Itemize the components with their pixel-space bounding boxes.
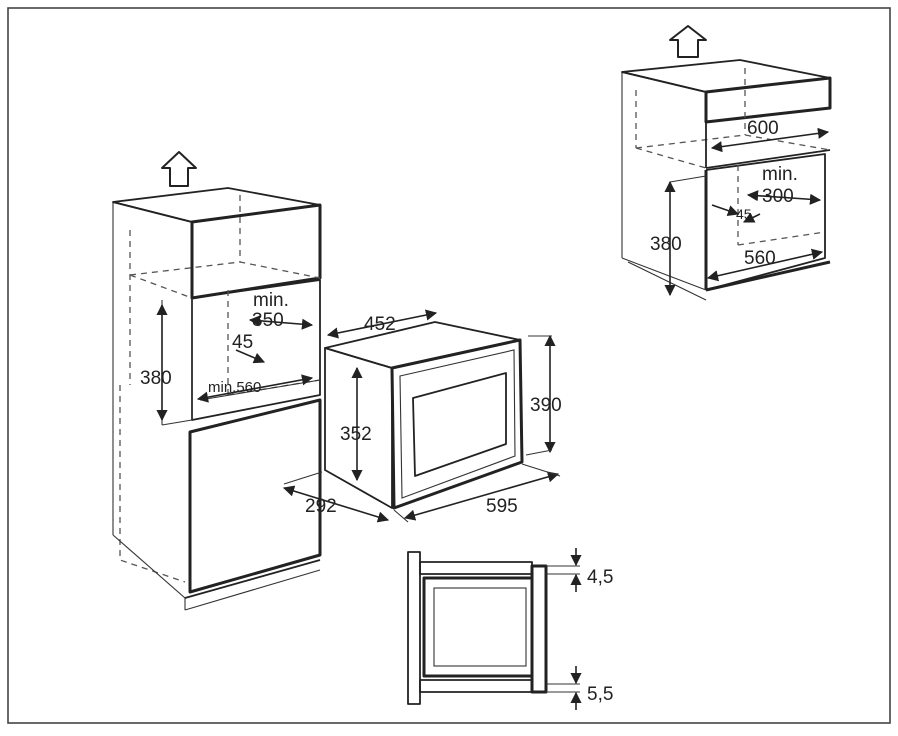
right-300-label: 300	[762, 186, 794, 207]
left-45-label: 45	[232, 332, 253, 353]
vent-arrow-up-icon	[161, 151, 197, 187]
vent-arrow-up-icon	[669, 25, 707, 58]
wall-cabinet	[621, 25, 832, 301]
side-section	[407, 548, 582, 710]
right-380-label: 380	[650, 234, 682, 255]
oven-452-label: 452	[364, 314, 396, 335]
left-380-label: 380	[140, 368, 172, 389]
right-45-label: 45	[736, 206, 752, 222]
side-55-label: 5,5	[587, 684, 613, 705]
side-45-label: 4,5	[587, 567, 613, 588]
diagram-frame	[7, 7, 891, 724]
oven-352-label: 352	[340, 424, 372, 445]
oven-dimensions	[282, 309, 561, 523]
left-350-label: 350	[252, 310, 284, 331]
left-dimensions	[156, 303, 314, 422]
right-600-label: 600	[747, 118, 779, 139]
right-dimensions	[664, 127, 830, 297]
right-560-label: 560	[744, 248, 776, 269]
oven-390-label: 390	[530, 395, 562, 416]
left-min-label: min.	[253, 290, 289, 311]
left-min560-label: min.560	[208, 379, 261, 396]
oven-292-label: 292	[305, 496, 337, 517]
oven-595-label: 595	[486, 496, 518, 517]
oven-appliance	[324, 321, 524, 510]
right-min-label: min.	[762, 164, 798, 185]
